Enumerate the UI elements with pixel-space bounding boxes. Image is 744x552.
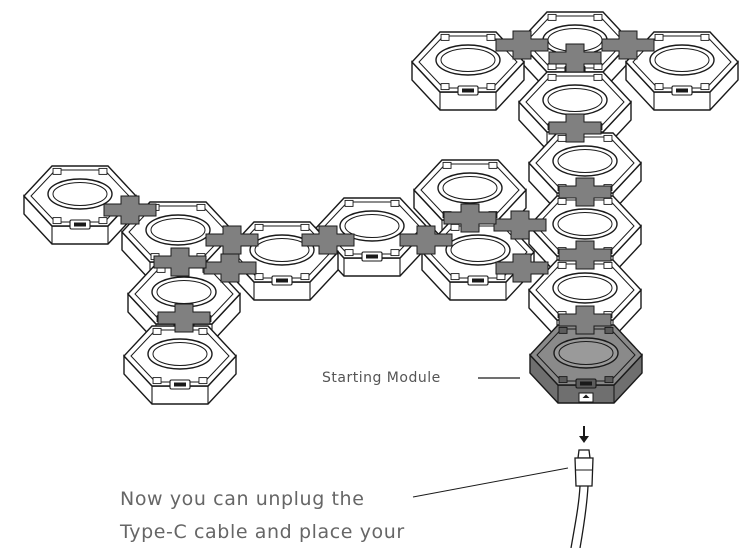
caption-leader-line: [412, 467, 569, 498]
connector-4: [548, 113, 602, 143]
usb-port-icon: [271, 275, 293, 286]
connector-7: [558, 305, 612, 335]
down-arrow-icon: [579, 426, 589, 443]
caption-line-2: Type-C cable and place your: [120, 521, 405, 543]
starting-module-label: Starting Module: [322, 370, 441, 386]
usb-port-icon: [467, 275, 489, 286]
connector-16: [443, 203, 497, 233]
connector-13: [399, 225, 453, 255]
connector-3: [548, 43, 602, 73]
connector-15: [495, 253, 549, 283]
connector-5: [558, 177, 612, 207]
module-starting-module: [529, 324, 643, 404]
connector-12: [157, 303, 211, 333]
usb-port-icon: [361, 251, 383, 262]
caption-line-1: Now you can unplug the: [120, 488, 365, 510]
connector-2: [601, 30, 655, 60]
module-left-leg-2: [123, 325, 237, 405]
connector-9: [205, 225, 259, 255]
usb-port-icon: [169, 379, 191, 390]
usb-port-icon: [457, 85, 479, 96]
usb-port-icon: [575, 378, 597, 403]
usb-c-cable-icon: [570, 449, 594, 549]
usb-port-icon: [671, 85, 693, 96]
connector-17: [153, 247, 207, 277]
connector-8: [103, 195, 157, 225]
connector-1: [495, 30, 549, 60]
usb-port-icon: [69, 219, 91, 230]
connector-6: [558, 240, 612, 270]
module-left-arm-1: [23, 165, 137, 245]
connector-11: [301, 225, 355, 255]
